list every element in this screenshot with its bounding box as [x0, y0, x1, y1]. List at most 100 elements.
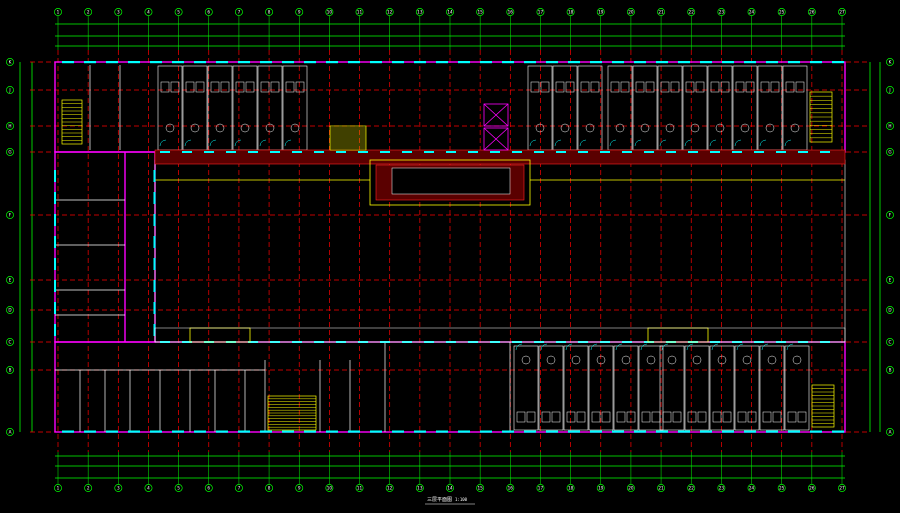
window [502, 430, 514, 433]
window [414, 430, 426, 433]
bed [551, 411, 561, 423]
axis-bubble-top-11: 11 [355, 8, 364, 16]
bed [295, 81, 305, 93]
window [744, 430, 756, 433]
bed [762, 411, 772, 423]
door-swing [761, 343, 769, 351]
guest-room [613, 343, 639, 431]
axis-label: 15 [477, 486, 483, 491]
bed [516, 411, 526, 423]
window [546, 430, 558, 433]
axis-bubbles: 1122334455667788991010111112121313141415… [6, 8, 894, 492]
window [358, 151, 368, 153]
window [260, 430, 272, 433]
axis-bubble-left-F: F [6, 211, 14, 219]
axis-label: K [889, 60, 892, 65]
axis-bubble-top-22: 22 [687, 8, 696, 16]
bottom-offices [55, 342, 511, 432]
window [656, 430, 668, 433]
window [402, 151, 412, 153]
bathtub [190, 123, 200, 133]
bed [540, 81, 550, 93]
axis-label: B [889, 368, 892, 373]
door-swing [609, 139, 617, 147]
stair-center-top [329, 125, 367, 151]
axis-bubble-bottom-27: 27 [838, 484, 846, 492]
axis-bubble-bottom-10: 10 [325, 484, 334, 492]
axis-label: 14 [447, 486, 453, 491]
window [590, 61, 602, 64]
axis-bubble-bottom-5: 5 [174, 484, 183, 492]
axis-label: 27 [839, 486, 845, 491]
window [348, 430, 360, 433]
bathtub [667, 355, 677, 365]
axis-label: 10 [327, 10, 333, 15]
axis-bubble-bottom-25: 25 [777, 484, 786, 492]
door-swing [759, 139, 767, 147]
axis-bubble-top-7: 7 [234, 8, 243, 16]
guest-room [759, 343, 785, 431]
door-swing [734, 139, 742, 147]
stair-right-top [809, 91, 833, 143]
door-swing [784, 139, 792, 147]
window [326, 61, 338, 64]
window [590, 430, 602, 433]
door-swing [711, 343, 719, 351]
bed [566, 411, 576, 423]
axis-label: 3 [117, 486, 120, 491]
drawing-scale: 1:100 [455, 497, 468, 502]
axis-bubble-left-C: C [6, 338, 14, 346]
axis-bubble-right-D: D [886, 306, 894, 314]
axis-label: 2 [87, 486, 90, 491]
bed [526, 411, 536, 423]
bed [530, 81, 540, 93]
guest-room [638, 343, 664, 431]
bottom-guest-rooms [513, 343, 810, 431]
bathtub [290, 123, 300, 133]
window [810, 430, 822, 433]
window [370, 430, 382, 433]
door-swing [659, 139, 667, 147]
bed [270, 81, 280, 93]
axis-label: 24 [749, 486, 755, 491]
axis-bubble-top-3: 3 [114, 8, 123, 16]
window [282, 61, 294, 64]
axis-label: A [9, 430, 12, 435]
window [556, 151, 566, 153]
window [546, 61, 558, 64]
window [468, 151, 478, 153]
bed [160, 81, 170, 93]
bathtub [665, 123, 675, 133]
window [766, 61, 778, 64]
axis-bubble-bottom-16: 16 [506, 484, 515, 492]
door-swing [684, 139, 692, 147]
bathtub [646, 355, 656, 365]
axis-label: E [889, 278, 892, 283]
window [160, 151, 170, 153]
door-swing [579, 139, 587, 147]
window [54, 280, 56, 292]
window [798, 151, 808, 153]
door-swing [709, 139, 717, 147]
window [153, 236, 156, 248]
bed [785, 81, 795, 93]
axis-bubble-bottom-9: 9 [295, 484, 304, 492]
axis-label: 22 [689, 486, 695, 491]
axis-label: 4 [147, 10, 150, 15]
window [54, 324, 56, 336]
axis-bubble-bottom-13: 13 [415, 484, 424, 492]
door-swing [209, 139, 217, 147]
window [204, 151, 214, 153]
bed [670, 81, 680, 93]
window [226, 151, 236, 153]
axis-label: 24 [749, 10, 755, 15]
axis-label: H [888, 124, 891, 129]
axis-bubble-left-D: D [6, 306, 14, 314]
axis-label: A [889, 430, 892, 435]
door-swing [640, 343, 648, 351]
axis-bubble-top-21: 21 [657, 8, 666, 16]
axis-label: 5 [177, 486, 180, 491]
window [766, 430, 778, 433]
bed [697, 411, 707, 423]
